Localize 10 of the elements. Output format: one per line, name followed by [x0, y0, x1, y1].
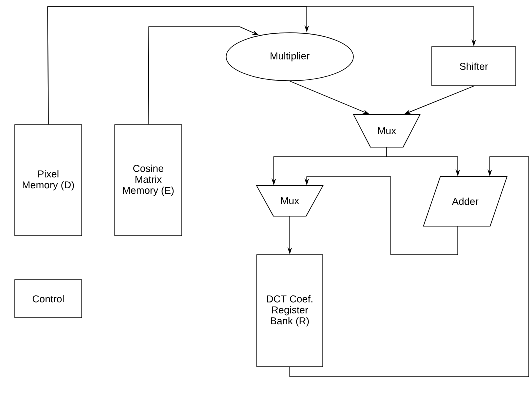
mux-trapezoid: Mux [256, 185, 324, 217]
control-box: Control [14, 280, 82, 318]
memory-box: Cosine Matrix Memory (E) [114, 124, 182, 236]
adder-parallelogram: Adder [423, 176, 508, 227]
arrow [290, 156, 530, 378]
register-box: DCT Coef. Register Bank (R) [256, 254, 324, 368]
arrow [48, 6, 476, 125]
mux-trapezoid: Mux [353, 114, 421, 148]
process-box: Shifter [432, 46, 516, 86]
memory-box: Pixel Memory (D) [14, 124, 82, 236]
